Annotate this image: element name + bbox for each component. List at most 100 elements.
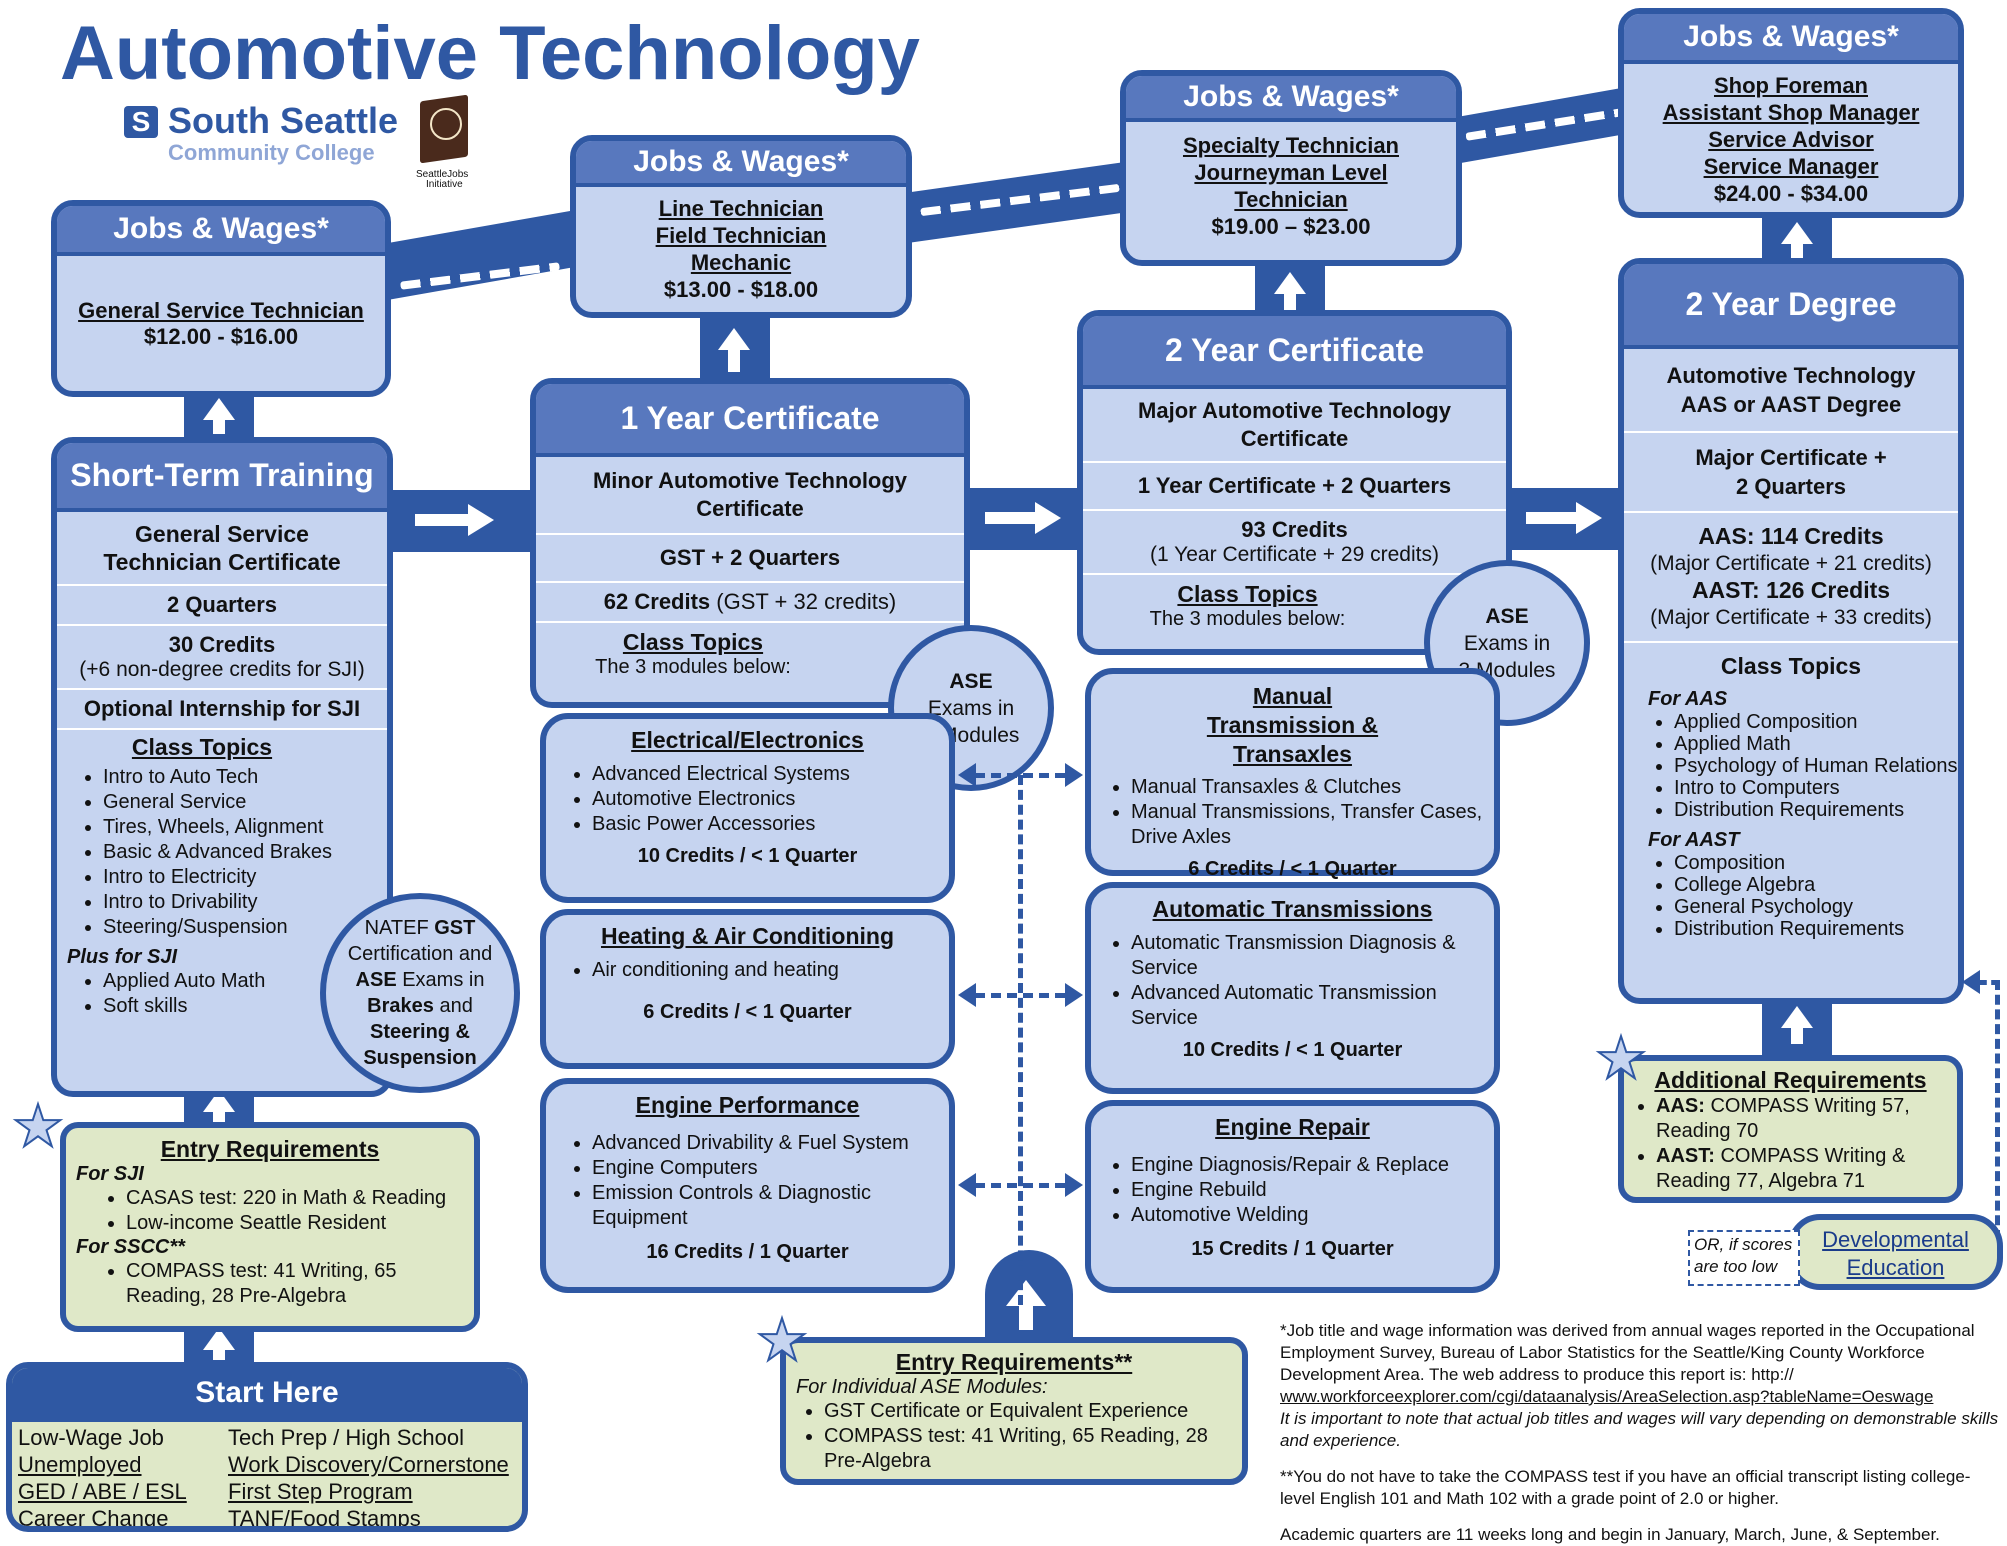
topic-item: Distribution Requirements [1674,918,1958,940]
additional-item: AAS: COMPASS Writing 57, Reading 70 [1656,1094,1949,1144]
dashed-connector [975,773,1065,778]
job-title: Field Technician [655,223,827,248]
module-credits: 10 Credits / < 1 Quarter [637,845,858,867]
arrow-right-icon [1065,1173,1083,1197]
arrow-right-icon [468,504,494,536]
module-item: Manual Transmissions, Transfer Cases, Dr… [1131,800,1494,850]
one-year-credits-note: (GST + 32 credits) [710,589,897,614]
job-title: Mechanic [690,250,792,275]
jobs-content: Shop Foreman Assistant Shop Manager Serv… [1624,72,1958,207]
developmental-education[interactable]: Developmental Education [1788,1214,2003,1290]
two-year-credits-note: (1 Year Certificate + 29 credits) [1150,543,1439,566]
ase-text: Exams in [1463,631,1551,655]
developmental-note-text: OR, if scores are too low [1694,1235,1793,1276]
topics-title: Class Topics [622,629,764,655]
module-credits: 6 Credits / < 1 Quarter [1188,858,1397,880]
degree-box: 2 Year Degree Automotive Technology AAS … [1618,258,1964,1004]
arrow-right-icon [1576,502,1602,534]
arrow-up-icon [213,1110,225,1124]
page-title: Automotive Technology [60,11,920,96]
plus-sji-label: Plus for SJI [67,946,178,968]
module-item: Manual Transaxles & Clutches [1131,775,1494,800]
natef-text: GST [434,917,476,939]
jobs-header: Jobs & Wages* [1126,76,1456,122]
module-item: Advanced Drivability & Fuel System [592,1131,949,1156]
module-title: Manual Transmission & Transaxles [1206,683,1379,767]
arrow-up-icon [203,1328,235,1350]
jobs-content: Line Technician Field Technician Mechani… [576,195,906,303]
short-term-credits-note: (+6 non-degree credits for SJI) [79,658,365,681]
additional-label: AAS: [1656,1095,1705,1117]
module-item: Automatic Transmission Diagnosis & Servi… [1131,931,1494,981]
degree-duration: Major Certificate + 2 Quarters [1624,433,1958,513]
job-title: Shop Foreman [1713,73,1868,98]
job-wage: $12.00 - $16.00 [143,324,299,349]
entry-title: Entry Requirements [160,1136,380,1162]
two-year-duration: 1 Year Certificate + 2 Quarters [1083,463,1506,511]
module-automatic-transmissions: Automatic Transmissions Automatic Transm… [1085,882,1500,1094]
topics-note: The 3 modules below: [1149,608,1346,630]
topic-item: Applied Math [1674,733,1958,755]
entry-item: COMPASS test: 41 Writing, 65 Reading, 28… [824,1424,1232,1474]
start-here-item[interactable]: Tech Prep / High School [228,1425,465,1450]
topic-item: Steering/Suspension [103,915,387,940]
module-items: Manual Transaxles & Clutches Manual Tran… [1091,775,1494,850]
module-item: Engine Computers [592,1156,949,1181]
topics-list: Intro to Auto Tech General Service Tires… [57,765,387,940]
natef-text: Steering & [369,1021,471,1043]
additional-text: COMPASS Writing & Reading 77, Algebra 71 [1656,1145,1906,1192]
topic-item: Distribution Requirements [1674,799,1958,821]
degree-aas-note: (Major Certificate + 21 credits) [1650,552,1932,575]
topic-item: Intro to Auto Tech [103,765,387,790]
additional-title: Additional Requirements [1654,1067,1927,1093]
module-credits: 6 Credits / < 1 Quarter [643,1001,852,1023]
school-logo: S South Seattle Community College [124,100,398,172]
arrow-right-icon [1065,983,1083,1007]
one-year-credits-value: 62 Credits [603,589,711,614]
entry-sscc-label: For SSCC** [76,1236,185,1258]
job-title: Journeyman Level [1194,160,1388,185]
for-aas-label: For AAS [1648,688,1728,710]
degree-header: 2 Year Degree [1624,264,1958,349]
start-here-item: Low-Wage Job [18,1425,164,1450]
job-title: Service Manager [1703,154,1879,179]
developmental-label[interactable]: Developmental Education [1822,1227,1969,1280]
job-title: Technician [1234,187,1348,212]
natef-text: Brakes [367,995,434,1017]
module-electrical: Electrical/Electronics Advanced Electric… [540,713,955,903]
start-here-header: Start Here [12,1368,522,1422]
one-year-credits: 62 Credits (GST + 32 credits) [536,583,964,623]
entry-sscc-list: COMPASS test: 41 Writing, 65 Reading, 28… [76,1259,464,1309]
sji-logo-word: Seattle [416,169,448,180]
start-here-item: Unemployed [18,1452,142,1477]
start-here-item[interactable]: Work Discovery/Cornerstone [228,1452,509,1477]
module-title: Engine Repair [1215,1114,1370,1140]
star-icon: ★ [11,1094,65,1159]
topics-title: Class Topics [131,734,273,760]
start-here-item[interactable]: TANF/Food Stamps [228,1506,421,1531]
footnote-url[interactable]: www.workforceexplorer.com/cgi/dataanalys… [1280,1387,1934,1406]
short-term-cert: General Service Technician Certificate [57,512,387,586]
ase-text: ASE [949,669,993,693]
module-title: Automatic Transmissions [1152,896,1433,922]
module-manual-transmission: Manual Transmission & Transaxles Manual … [1085,668,1500,880]
job-wage: $13.00 - $18.00 [663,277,819,302]
natef-text: ASE [355,969,397,991]
degree-aast-note: (Major Certificate + 33 credits) [1650,606,1932,629]
entry-sji-list: CASAS test: 220 in Math & Reading Low-in… [76,1186,464,1236]
arrow-up-icon [203,398,235,420]
module-item: Emission Controls & Diagnostic Equipment [592,1181,949,1231]
star-icon: ★ [755,1308,809,1373]
module-items: Automatic Transmission Diagnosis & Servi… [1091,931,1494,1031]
sji-logo-flower [430,108,462,140]
topic-item: Tires, Wheels, Alignment [103,815,387,840]
arrow-up-icon [718,328,750,350]
arrow-up-icon [1791,1026,1803,1044]
module-item: Automotive Welding [1131,1203,1494,1228]
start-here-item: Career Change [18,1506,169,1531]
start-here-item[interactable]: First Step Program [228,1479,413,1504]
ase-text: ASE [1485,604,1529,628]
job-title: Specialty Technician [1182,133,1399,158]
school-logo-mark: S [124,106,158,138]
